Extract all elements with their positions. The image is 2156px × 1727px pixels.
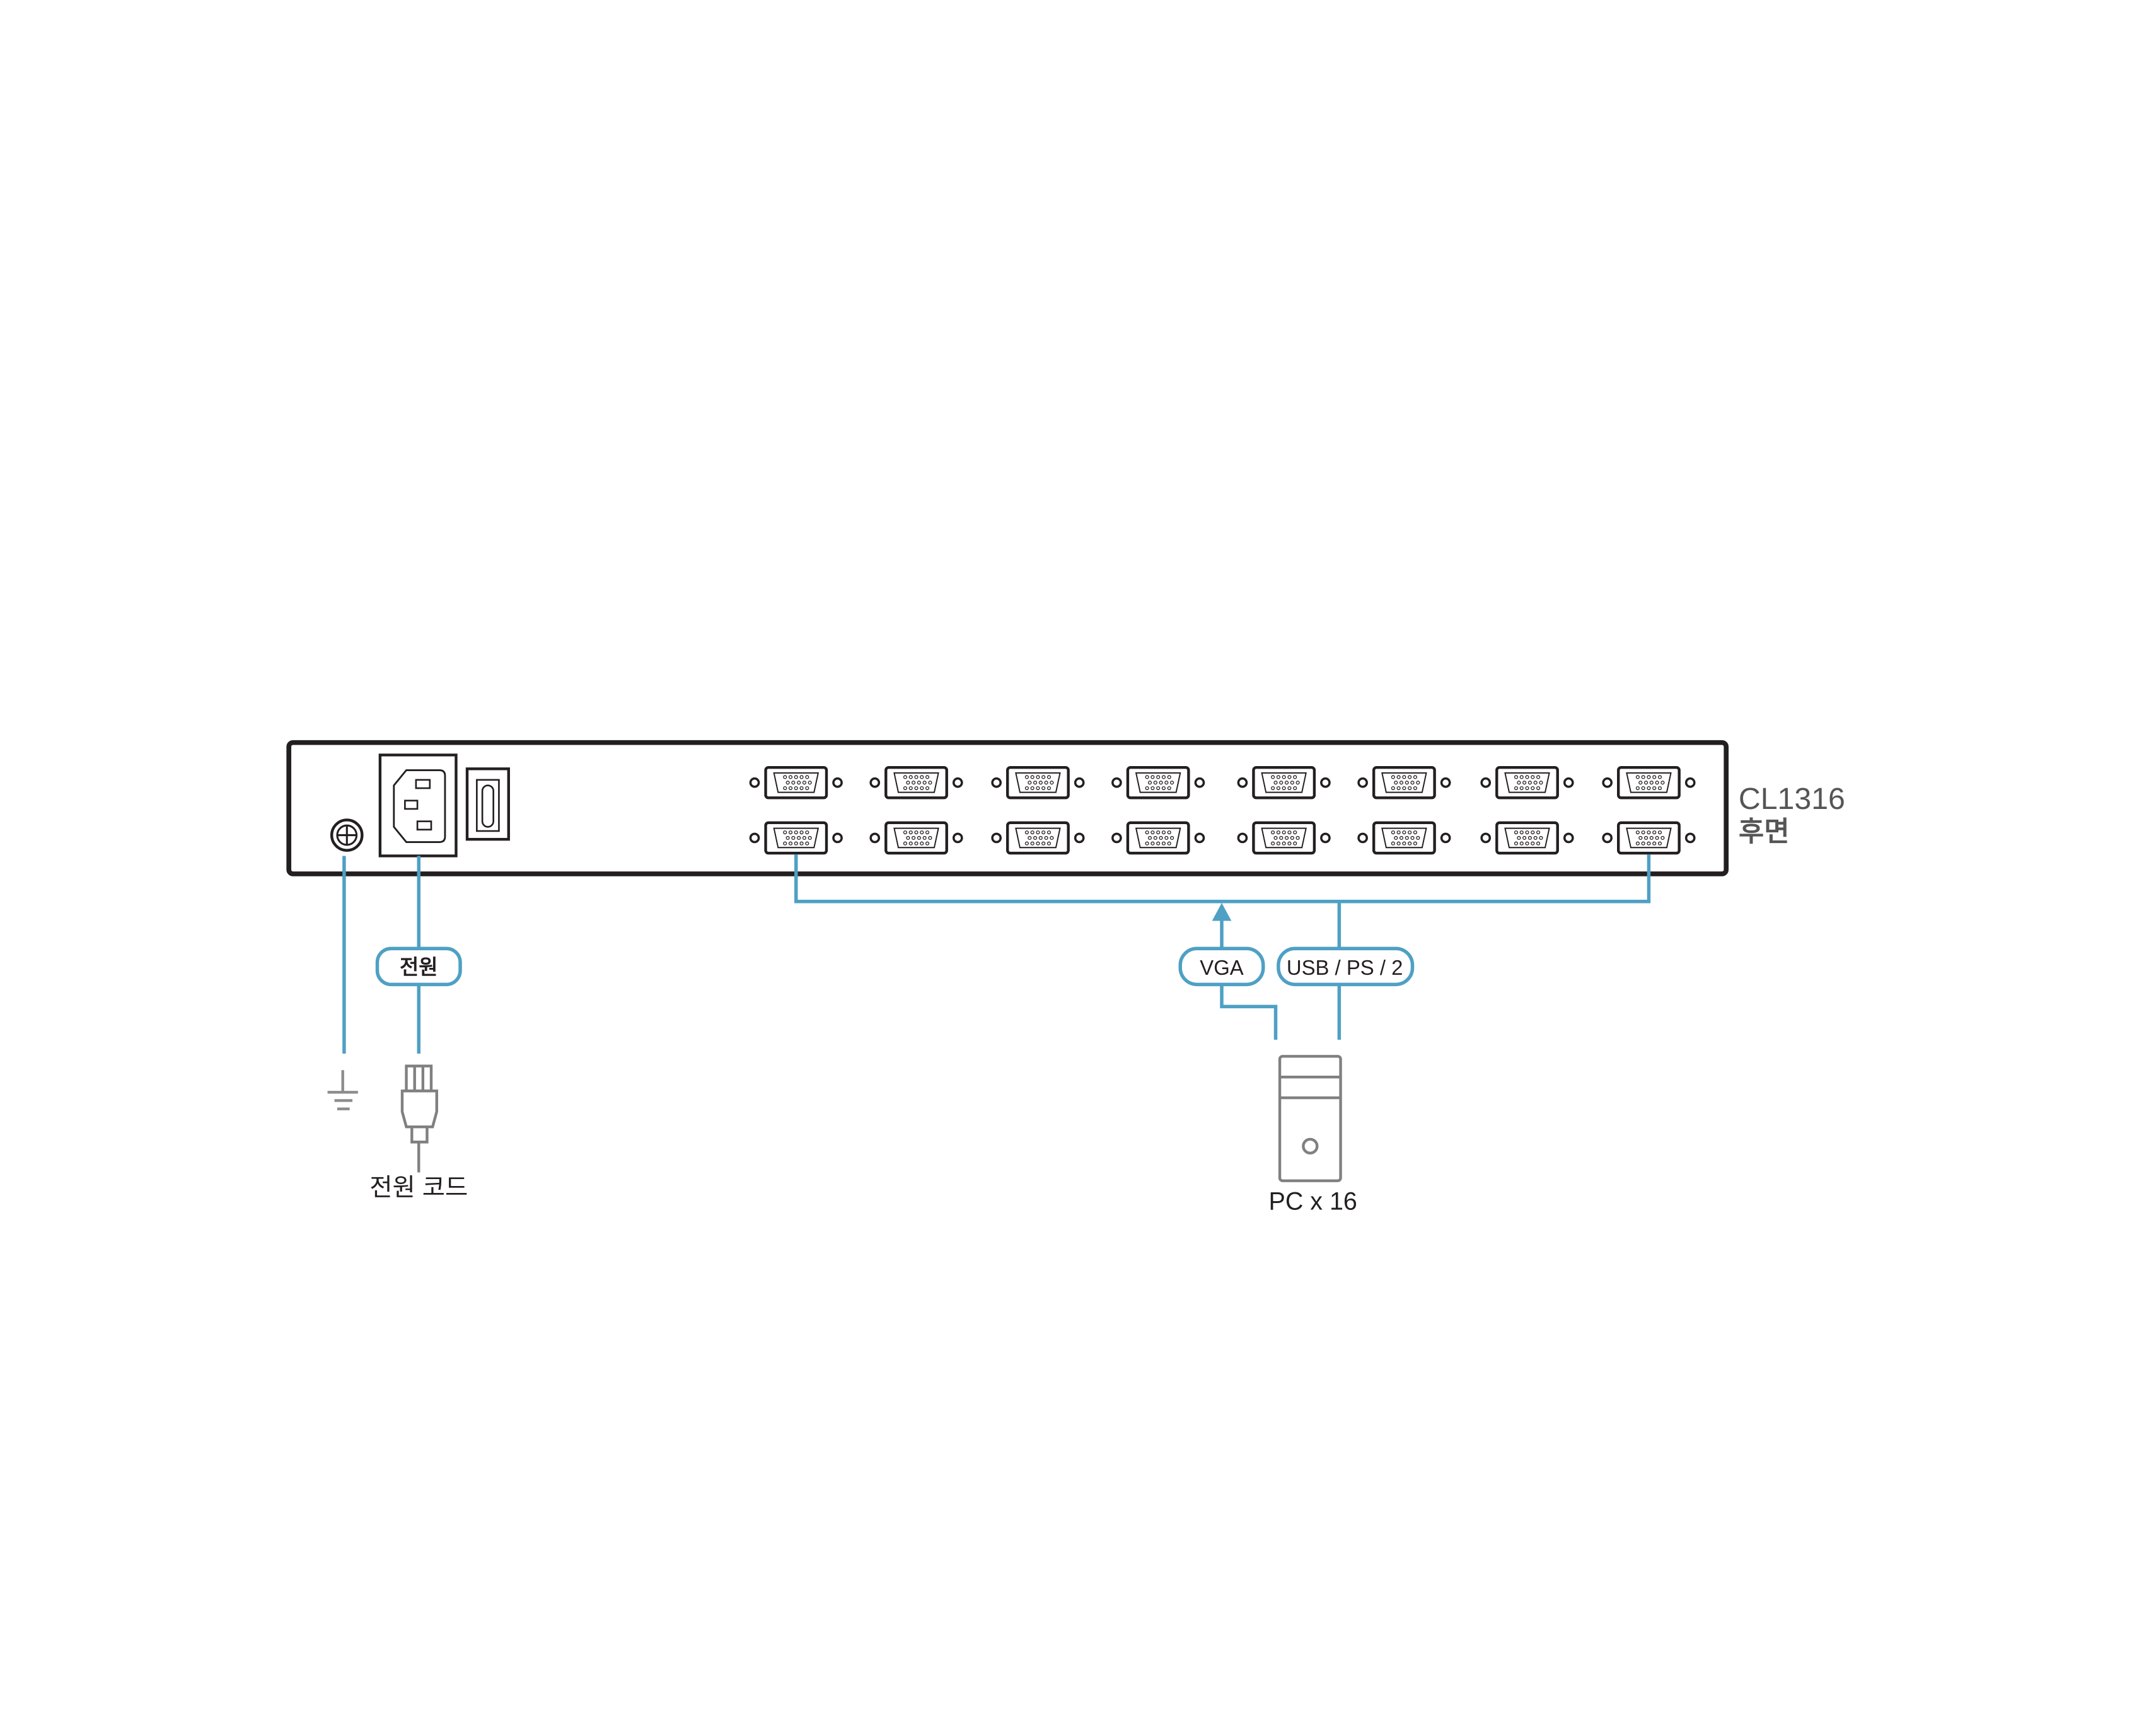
power-cord-label: 전원 코드 xyxy=(369,1174,468,1202)
ground-screw-icon xyxy=(330,818,364,852)
vga-cable xyxy=(1220,918,1278,1040)
vga-port[interactable] xyxy=(1602,821,1696,855)
vga-port[interactable] xyxy=(749,821,843,855)
vga-port[interactable] xyxy=(1602,765,1696,800)
cables xyxy=(342,854,1651,1054)
pc-tower-icon xyxy=(1278,1055,1342,1182)
vga-port[interactable] xyxy=(1480,765,1574,800)
vga-port[interactable] xyxy=(1237,821,1331,855)
power-switch[interactable] xyxy=(465,767,510,841)
power-tag: 전원 xyxy=(375,946,462,987)
vga-port[interactable] xyxy=(1111,765,1205,800)
arrow-up-icon xyxy=(1212,902,1232,921)
power-plug-icon xyxy=(400,1064,438,1173)
usb-tag: USB / PS / 2 xyxy=(1277,946,1415,987)
vga-port[interactable] xyxy=(991,765,1085,800)
vga-port[interactable] xyxy=(869,765,963,800)
vga-port[interactable] xyxy=(1111,821,1205,855)
kvm-ports xyxy=(749,765,1696,855)
vga-port[interactable] xyxy=(1357,821,1451,855)
power-tag-label: 전원 xyxy=(400,955,438,979)
pc-label: PC x 16 xyxy=(1269,1188,1357,1216)
vga-tag-label: VGA xyxy=(1200,956,1243,979)
vga-tag: VGA xyxy=(1178,946,1265,987)
usb-tag-label: USB / PS / 2 xyxy=(1287,956,1403,979)
port-bus-line xyxy=(794,854,1651,904)
vga-port[interactable] xyxy=(1237,765,1331,800)
view-label: 후면 xyxy=(1739,816,1790,847)
vga-port[interactable] xyxy=(1357,765,1451,800)
vga-port[interactable] xyxy=(749,765,843,800)
vga-port[interactable] xyxy=(1480,821,1574,855)
vga-port[interactable] xyxy=(869,821,963,855)
model-label: CL1316 xyxy=(1739,782,1845,816)
vga-port[interactable] xyxy=(991,821,1085,855)
ground-icon xyxy=(327,1070,358,1110)
